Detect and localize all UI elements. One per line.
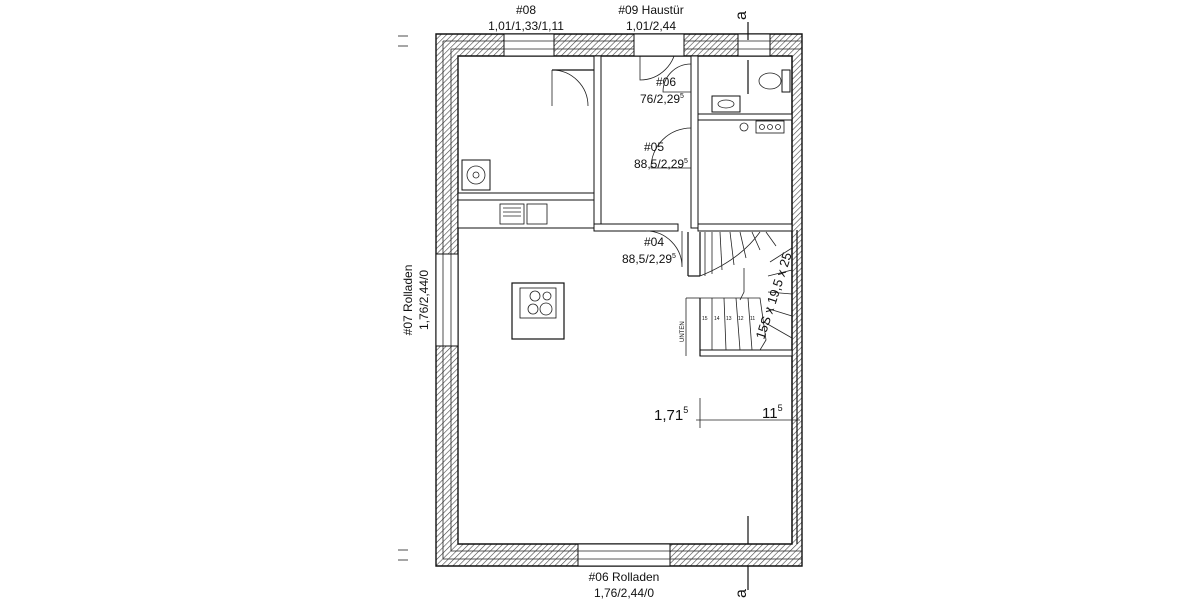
stair-step-number: 13 [726,316,732,322]
storage-equipment [739,120,785,134]
stair-step-number: 11 [750,316,755,322]
kitchen-island [511,282,565,340]
dimension-2-main: 11 [762,405,778,422]
section-marker-bottom: a [733,589,750,598]
door-swings [551,43,692,268]
section-line [398,22,800,590]
front-door-size: 1,01/2,44 [626,19,676,33]
window-07-size: 1,76/2,44/0 [417,270,431,330]
wc-fixtures [711,60,791,113]
dimension-1-sup: 5 [683,405,688,415]
dimension-2: 115 [762,403,783,422]
door-05-id: #05 [644,140,664,154]
door-04-size-sup: 5 [672,253,676,260]
door-04-size-main: 88,5/2,29 [622,252,672,266]
door-04-size: 88,5/2,295 [622,252,676,266]
front-door-id: #09 Haustür [618,3,683,17]
kitchen-counter [457,199,595,229]
stair-step-number: 14 [714,316,720,322]
window-07-id: #07 Rolladen [401,265,415,336]
window-08-id: #08 [516,3,536,17]
door-06-size: 76/2,295 [640,92,684,106]
stair-step-number: 12 [738,316,744,322]
dimension-1-main: 1,71 [654,407,683,424]
window-openings [435,33,771,567]
door-06-id: #06 [656,75,676,89]
interior-walls [457,55,798,544]
stair-direction-label: UNTEN [680,321,686,342]
window-06-size: 1,76/2,44/0 [594,586,654,600]
appliance [461,159,491,191]
door-06-size-main: 76/2,29 [640,92,680,106]
window-06-id: #06 Rolladen [589,570,660,584]
dimension-1: 1,715 [654,405,688,424]
door-06-size-sup: 5 [680,93,684,100]
door-05-size-main: 88,5/2,29 [634,157,684,171]
staircase: 15 14 13 12 11 UNTEN 15S x 19,5 x 25 [680,231,795,356]
dimension-2-sup: 5 [778,403,783,413]
door-05-size-sup: 5 [684,158,688,165]
door-04-id: #04 [644,235,664,249]
stair-step-number: 15 [702,316,708,322]
door-05-size: 88,5/2,295 [634,157,688,171]
window-08-size: 1,01/1,33/1,11 [488,19,564,33]
section-marker-top: a [733,11,750,20]
